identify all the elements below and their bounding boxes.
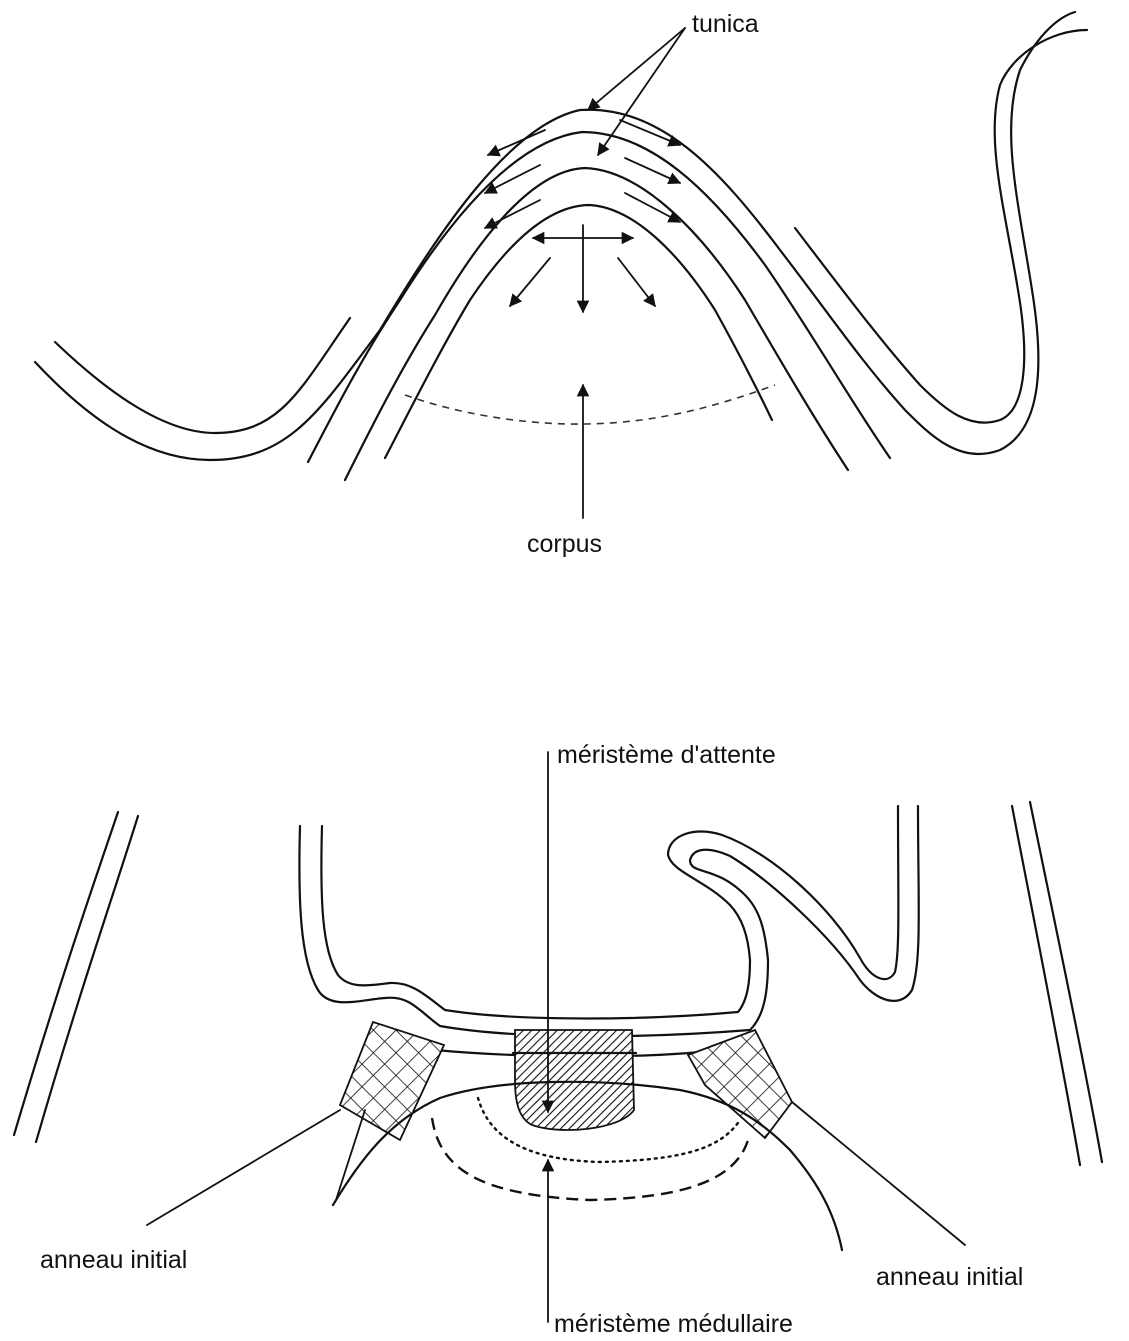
bottom-right-sheath-inner (1030, 802, 1102, 1162)
corpus-growth-arrows (510, 225, 655, 312)
top-corpus-surface (385, 205, 772, 458)
anneau-right-leader (792, 1102, 965, 1245)
bottom-outer-surface (299, 806, 918, 1036)
anneau-left-tick (336, 1110, 365, 1200)
corpus-arrow-down-right (618, 258, 655, 306)
anneau-initial-left-region (340, 1022, 444, 1140)
top-dashed-boundary (405, 385, 775, 424)
top-tunica-layer-3 (345, 168, 848, 480)
top-leaf-inner-left (55, 318, 350, 433)
corpus-arrow-down-left (510, 258, 550, 306)
top-outer-surface (35, 12, 1075, 460)
bottom-figure: méristème d'attente anneau initial annea… (14, 741, 1102, 1338)
tunica-arrow (625, 193, 680, 222)
bottom-right-sheath-outer (1012, 806, 1080, 1165)
bottom-dashed-zone (432, 1118, 748, 1200)
tunica-growth-arrows (485, 120, 680, 228)
top-figure: tunica corpus (35, 10, 1087, 558)
tunica-arrow (625, 158, 680, 183)
anneau-initial-right-region (688, 1030, 792, 1138)
bottom-left-sheath-outer (14, 812, 118, 1135)
tunica-arrow (488, 130, 545, 155)
top-leaf-inner-right (795, 30, 1087, 423)
meristeme-attente-region (515, 1030, 634, 1130)
anneau-left-leader (147, 1110, 340, 1225)
label-corpus: corpus (527, 530, 602, 558)
label-meristeme-attente: méristème d'attente (557, 741, 776, 769)
bottom-left-sheath-inner (36, 816, 138, 1142)
label-anneau-initial-left: anneau initial (40, 1246, 187, 1274)
tunica-arrow (485, 200, 540, 228)
top-tunica-layer-2 (308, 132, 890, 462)
bottom-inner-surface (321, 806, 898, 1019)
label-anneau-initial-right: anneau initial (876, 1263, 1023, 1291)
label-meristeme-medullaire: méristème médullaire (554, 1310, 793, 1338)
label-tunica: tunica (692, 10, 759, 38)
